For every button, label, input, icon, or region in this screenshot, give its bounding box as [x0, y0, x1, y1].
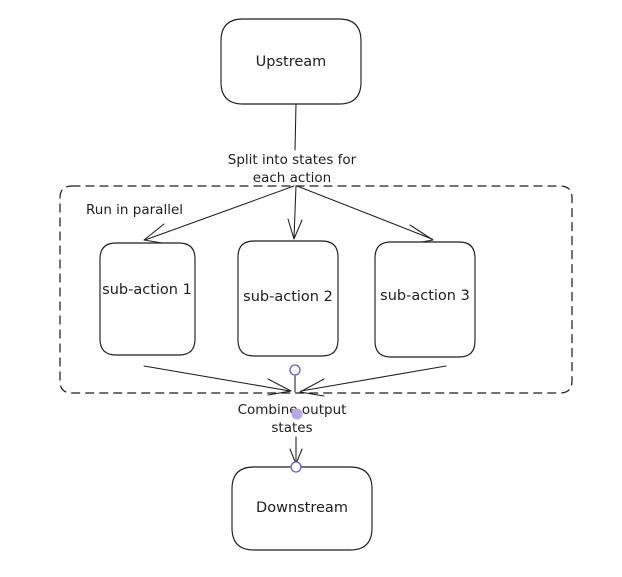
edge-label-split-line2: each action [253, 170, 331, 186]
downstream-entry-hollow-circle-icon[interactable] [290, 461, 302, 473]
edge-split-to-sub-action-1 [144, 185, 295, 241]
edge-sub-action-3-to-merge [300, 365, 447, 392]
node-downstream[interactable] [231, 466, 373, 551]
node-sub-action-3-label: sub-action 3 [380, 288, 470, 304]
arrowhead-sub-action-3-to-merge [299, 378, 325, 397]
node-sub-action-2[interactable] [237, 240, 339, 357]
combine-filled-dot-icon[interactable] [291, 408, 303, 420]
edge-upstream-to-split [294, 103, 297, 151]
node-upstream-label: Upstream [256, 54, 327, 70]
parallel-group-container[interactable] [59, 185, 573, 394]
node-sub-action-1[interactable] [99, 242, 196, 356]
arrowhead-split-to-sub-action-1 [143, 223, 169, 245]
edge-split-to-sub-action-2 [293, 185, 297, 239]
arrowhead-sub-action-1-to-merge [267, 378, 292, 396]
parallel-group-label: Run in parallel [86, 202, 183, 218]
edge-label-combine-line1: Combine output [238, 402, 347, 418]
node-downstream-label: Downstream [256, 500, 348, 516]
node-sub-action-3[interactable] [374, 241, 476, 358]
edge-label-combine-line2: states [271, 420, 312, 436]
merge-point-hollow-circle-icon[interactable] [289, 364, 301, 376]
node-sub-action-2-label: sub-action 2 [243, 289, 333, 305]
node-upstream[interactable] [220, 18, 362, 105]
arrowhead-split-to-sub-action-2 [287, 218, 303, 240]
edge-split-to-sub-action-3 [296, 185, 433, 240]
node-sub-action-1-label: sub-action 1 [102, 282, 192, 298]
edge-sub-action-1-to-merge [143, 365, 291, 392]
edge-label-split-line1: Split into states for [228, 152, 357, 168]
